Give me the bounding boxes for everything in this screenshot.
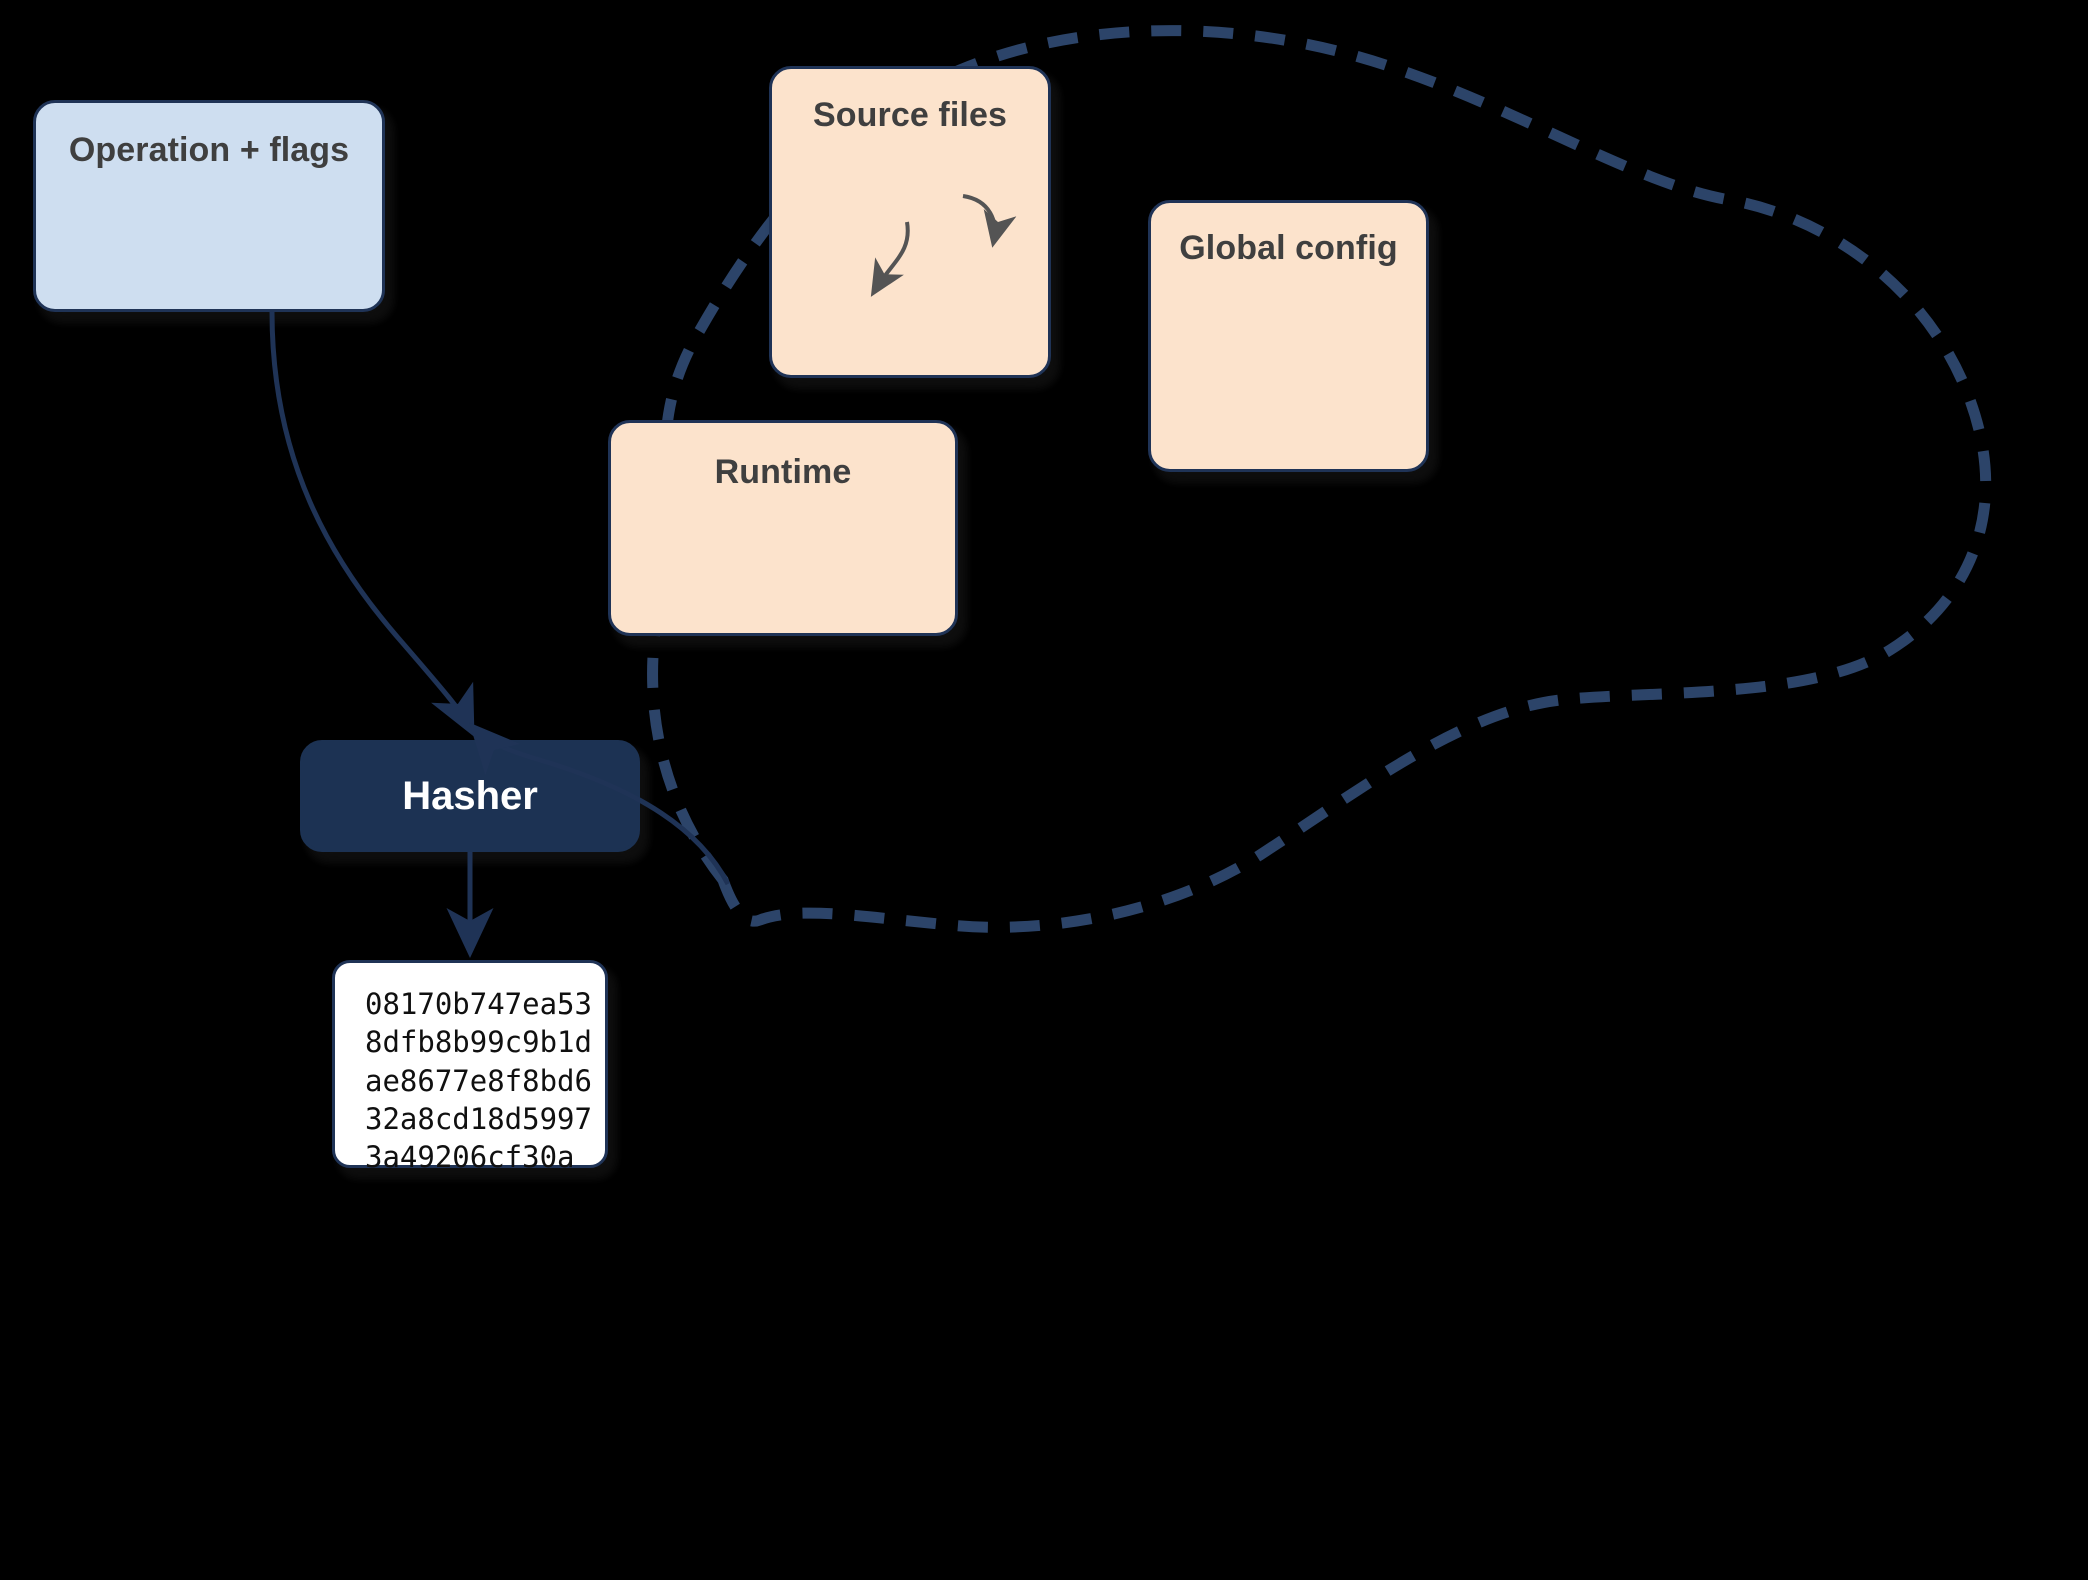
operation-flags-card[interactable]: Operation + flags (33, 100, 385, 312)
global-config-title: Global config (1179, 229, 1398, 267)
source-files-title: Source files (813, 96, 1007, 134)
source-files-card[interactable]: Source files (769, 66, 1051, 378)
runtime-card[interactable]: Runtime (608, 420, 958, 636)
hash-output-card: 08170b747ea53 8dfb8b99c9b1d ae8677e8f8bd… (332, 960, 608, 1174)
hash-line: ae8677e8f8bd6 (365, 1063, 592, 1098)
hash-line: 8dfb8b99c9b1d (365, 1025, 592, 1060)
hash-line: 08170b747ea53 (365, 987, 592, 1021)
hasher-node[interactable]: Hasher (300, 740, 640, 852)
operation-flags-title: Operation + flags (68, 131, 350, 169)
hash-output-lines: 08170b747ea53 8dfb8b99c9b1d ae8677e8f8bd… (335, 985, 605, 1176)
edge-operation-to-hasher (269, 311, 475, 737)
hash-line: 32a8cd18d5997 (365, 1101, 592, 1136)
global-config-card[interactable]: Global config (1148, 200, 1429, 472)
runtime-title: Runtime (714, 453, 852, 491)
hash-line: 3a49206cf30a (365, 1140, 575, 1175)
hasher-label: Hasher (402, 773, 538, 818)
